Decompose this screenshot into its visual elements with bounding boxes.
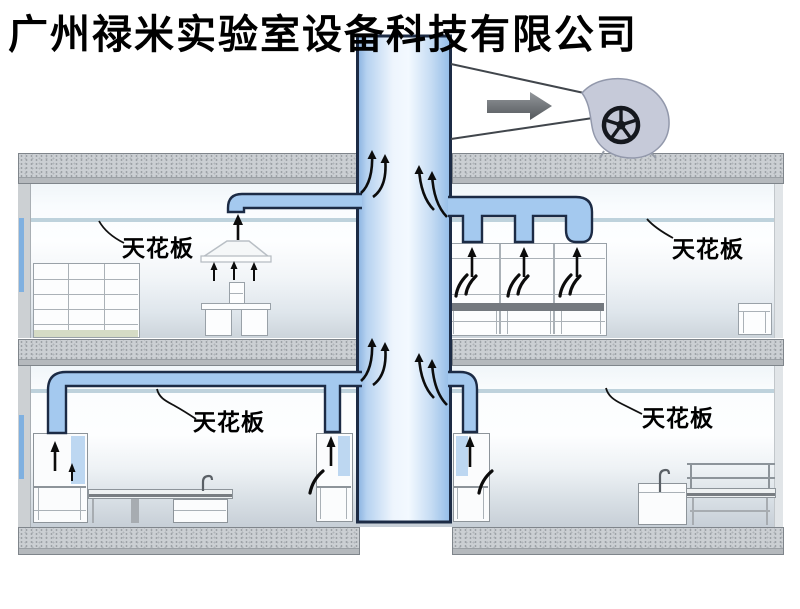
roof-slab-right	[452, 153, 784, 184]
fan-transition-cone	[450, 63, 594, 140]
hood-post	[553, 244, 555, 334]
reagent-shelf-post	[768, 463, 770, 490]
shelf-line	[34, 279, 138, 280]
flow-direction-arrow-icon	[487, 92, 552, 120]
right-wall-lower	[774, 360, 783, 527]
bench-lower-left-counter	[88, 489, 233, 499]
bench-leg	[92, 499, 94, 523]
bench-lower-right-cabinet	[638, 483, 687, 525]
hood-line	[34, 510, 86, 511]
left-window-lower	[19, 415, 24, 479]
cabinet-line	[174, 510, 226, 511]
bench-leg	[453, 311, 454, 334]
mid-floor-slab-right	[452, 339, 784, 366]
ceiling-label-lower-left: 天花板	[193, 410, 265, 436]
shelving-unit-upper-left	[33, 263, 140, 338]
hood-leg	[38, 488, 39, 520]
ceiling-line-upper-right	[452, 218, 778, 222]
cabinet-line	[639, 492, 685, 493]
cabinet-leg	[743, 311, 744, 333]
bench-rail	[690, 510, 770, 512]
hood-leg	[346, 488, 347, 519]
reagent-shelf	[687, 463, 775, 465]
branch-duct-manifold-upper-right	[448, 195, 594, 244]
left-wall-lower	[18, 360, 31, 527]
label-pointer-lines	[98, 218, 674, 420]
bench-top-upper-left	[201, 303, 271, 310]
bench-leg	[507, 311, 508, 334]
right-wall-upper	[774, 183, 783, 338]
reagent-shelf	[687, 477, 775, 479]
roof-slab-left	[18, 153, 360, 184]
bench-cabinet	[205, 309, 232, 336]
counter-edge	[687, 493, 775, 496]
bench-leg	[561, 311, 562, 334]
canopy-hood	[200, 240, 272, 263]
small-cabinet-upper-right	[738, 303, 772, 335]
hood-interior	[456, 436, 468, 476]
reagent-shelf-post	[690, 463, 692, 490]
shelf-base	[34, 330, 138, 337]
hood-sill	[34, 486, 86, 488]
bench-leg	[550, 311, 551, 334]
stand-rung	[230, 293, 243, 294]
airflow-up-arrow-icons	[50, 150, 582, 495]
ground-slab-right	[452, 527, 784, 555]
shelf-post	[68, 264, 69, 336]
hood-leg	[457, 488, 458, 519]
branch-duct-lower-left	[46, 370, 362, 435]
branch-duct-lower-right	[448, 370, 479, 434]
company-title: 广州禄米实验室设备科技有限公司	[8, 12, 638, 58]
shelf-line	[34, 309, 138, 310]
shelf-post	[104, 264, 105, 336]
hood-leg	[320, 488, 321, 519]
ceiling-line-lower-right	[452, 389, 778, 393]
shelf-line	[34, 324, 138, 325]
canopy-stand	[229, 282, 245, 306]
cabinet-line	[739, 311, 770, 312]
hood-leg	[483, 488, 484, 519]
mid-floor-slab-left	[18, 339, 360, 366]
fume-hood-lower-mid-left	[316, 433, 353, 522]
bench-leg	[600, 311, 601, 334]
bench-leg	[496, 311, 497, 334]
left-window-upper	[19, 218, 24, 292]
slab-step	[453, 548, 783, 554]
counter-edge	[89, 494, 232, 497]
hood-leg	[80, 488, 81, 520]
bench-leg	[131, 499, 139, 523]
slab-step	[19, 359, 359, 365]
bench-leg	[766, 498, 768, 525]
ceiling-label-upper-left: 天花板	[122, 236, 194, 262]
lower-shelf-line	[449, 321, 605, 322]
slab-step	[19, 548, 359, 554]
cabinet-leg	[765, 311, 766, 333]
hood-frame-line	[449, 258, 605, 259]
hood-sill	[454, 486, 488, 488]
ceiling-label-upper-right: 天花板	[672, 237, 744, 263]
ceiling-line-lower-left	[30, 389, 357, 393]
slab-step	[453, 177, 783, 183]
branch-duct-upper-left	[226, 192, 362, 214]
slab-step	[453, 359, 783, 365]
central-exhaust-riser-duct	[356, 34, 452, 524]
bench-leg	[692, 498, 694, 525]
bench-lower-left-cabinet	[173, 499, 228, 523]
ceiling-label-lower-right: 天花板	[642, 406, 714, 432]
ceiling-line-upper-left	[30, 218, 357, 222]
ground-slab-left	[18, 527, 360, 555]
shelf-line	[34, 294, 138, 295]
centrifugal-fan-icon	[581, 77, 670, 159]
hood-post	[499, 244, 501, 334]
gooseneck-faucet-icons	[201, 468, 671, 492]
hood-interior	[338, 436, 350, 476]
counter-top	[450, 303, 604, 311]
bench-cabinet	[241, 309, 268, 336]
left-wall-upper	[18, 177, 31, 338]
hood-sill	[317, 486, 351, 488]
hood-frame-line	[449, 294, 605, 295]
slab-step	[19, 177, 359, 183]
